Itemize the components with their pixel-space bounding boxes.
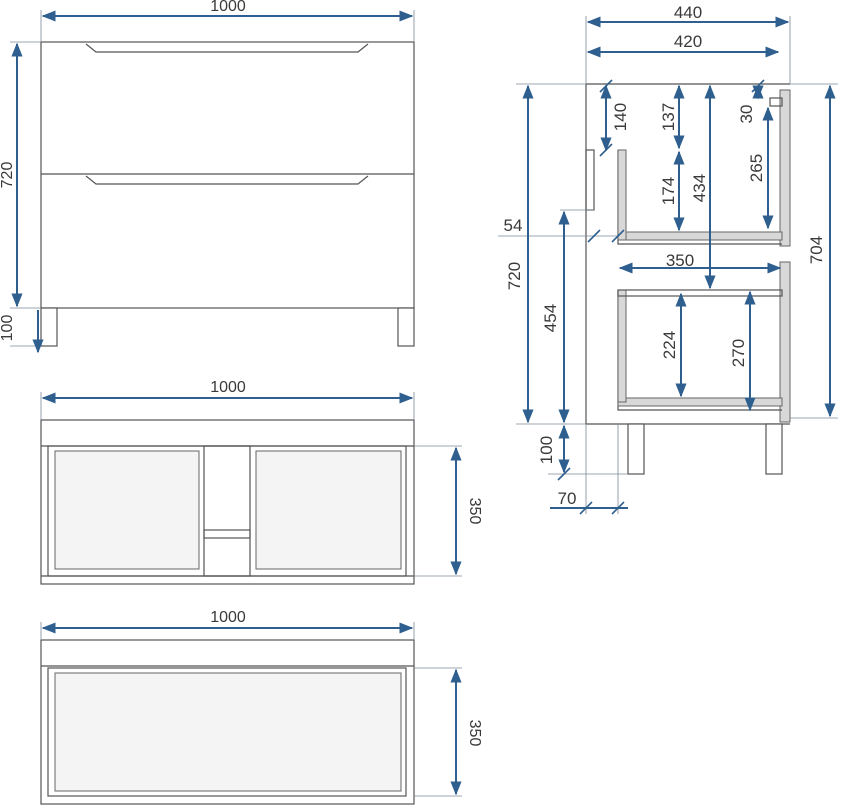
top-view-2-depth-label: 350	[466, 720, 483, 747]
side-view: 440 420 140 137 434 174 30 265 54	[498, 3, 838, 515]
lower-drawer-front	[779, 261, 791, 423]
left-leg	[40, 307, 58, 347]
lower-height-label: 454	[541, 304, 560, 332]
front-view: 1000 720 100	[0, 0, 415, 354]
top-view-lower: 1000 350	[40, 609, 483, 805]
top-view-upper: 1000 350	[40, 379, 483, 585]
cabinet-body	[40, 41, 415, 309]
upper-drawer-front	[779, 89, 791, 247]
side-back-leg	[765, 423, 783, 475]
drawer-gap-label: 137	[659, 103, 678, 131]
lower-drawer-height-label: 224	[660, 331, 679, 359]
upper-inner-label: 265	[747, 154, 766, 182]
top-gap-label: 30	[737, 105, 756, 124]
body-height-label: 720	[505, 262, 524, 290]
front-leg-label: 100	[0, 315, 16, 342]
top-view-1-width-label: 1000	[210, 379, 246, 396]
top-view-2-width-label: 1000	[210, 609, 246, 626]
upper-drawer-height-label: 174	[659, 177, 678, 205]
front-width-label: 1000	[210, 0, 246, 15]
lower-drawer-box	[617, 290, 782, 411]
right-leg	[397, 307, 415, 347]
leg-height-label: 100	[537, 436, 556, 464]
center-organizer	[203, 445, 251, 577]
overall-depth-label: 440	[674, 3, 702, 22]
front-height-label: 720	[0, 162, 16, 189]
drawer-depth-label: 350	[666, 251, 694, 270]
top-offset-label: 140	[611, 103, 630, 131]
left-compartment	[54, 450, 200, 570]
leg-offset-label: 70	[558, 489, 577, 508]
body-depth-label: 420	[674, 32, 702, 51]
step-label: 54	[504, 216, 523, 235]
lower-drawer-handle	[85, 175, 369, 185]
right-compartment	[255, 450, 402, 570]
side-front-leg	[627, 423, 645, 475]
total-height-label: 704	[807, 236, 826, 264]
upper-drawer-handle	[85, 43, 369, 53]
lower-inner-label: 270	[729, 339, 748, 367]
upper-span-label: 434	[690, 174, 709, 202]
top-view-1-depth-label: 350	[466, 498, 483, 525]
lower-compartment	[54, 672, 402, 792]
